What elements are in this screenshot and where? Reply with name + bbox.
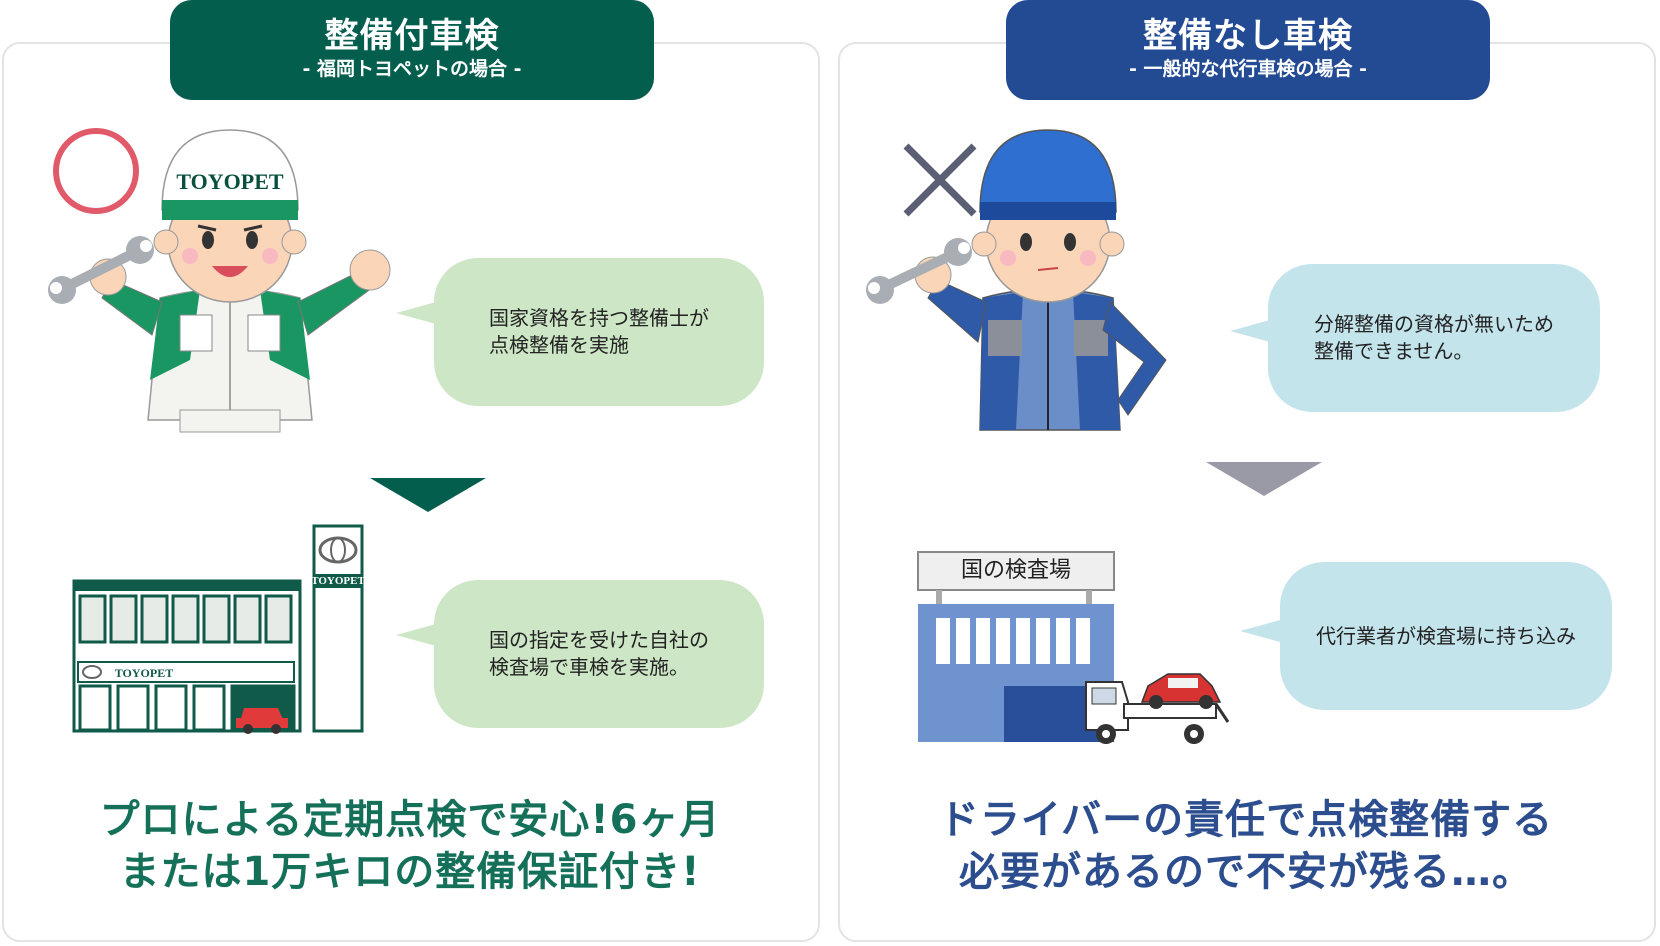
left-bubble1-tail [396, 302, 436, 324]
right-bubble-inspection: 代行業者が検査場に持ち込み [1280, 562, 1612, 710]
mechanic-blue-illustration [866, 129, 1167, 431]
left-bubble-staff: 国家資格を持つ整備士が 点検整備を実施 [434, 258, 764, 406]
inspection-station-sign: 国の検査場 [960, 558, 1071, 583]
cap-brand-logo: TOYOPET [176, 169, 284, 194]
left-header-title: 整備付車検 [324, 16, 500, 56]
left-summary-text: プロによる定期点検で安心!6ヶ月 または1万キロの整備保証付き! [99, 797, 721, 895]
dealership-building-illustration [72, 524, 364, 734]
pylon-brand-text: TOYOPET [311, 575, 365, 587]
building-brand-text: TOYOPET [115, 666, 173, 680]
right-bubble1-tail [1230, 320, 1270, 342]
left-bubble-staff-text: 国家資格を持つ整備士が 点検整備を実施 [489, 306, 709, 357]
inspection-station-illustration [917, 551, 1230, 744]
mechanic-green-illustration [48, 129, 391, 433]
left-down-arrow [370, 478, 486, 512]
right-header: 整備なし車検 - 一般的な代行車検の場合 - [1006, 0, 1490, 100]
right-bubble-staff-text: 分解整備の資格が無いため 整備できません。 [1314, 312, 1554, 363]
left-bubble-inspection-text: 国の指定を受けた自社の 検査場で車検を実施。 [489, 628, 709, 679]
right-bubble-staff: 分解整備の資格が無いため 整備できません。 [1268, 264, 1600, 412]
pylon-brand-logo: TOYOPET [311, 575, 365, 587]
left-bubble2-tail [396, 624, 436, 646]
circle-mark-icon [53, 128, 139, 214]
cross-mark-icon [903, 143, 977, 217]
right-bubble-inspection-text: 代行業者が検査場に持ち込み [1316, 623, 1576, 648]
left-bubble-inspection: 国の指定を受けた自社の 検査場で車検を実施。 [434, 580, 764, 728]
left-header: 整備付車検 - 福岡トヨペットの場合 - [170, 0, 654, 100]
right-bubble2-tail [1240, 620, 1280, 642]
cap-brand-text: TOYOPET [176, 169, 284, 194]
right-summary-text: ドライバーの責任で点検整備する 必要があるので不安が残る…。 [938, 797, 1554, 895]
left-header-subtitle: - 福岡トヨペットの場合 - [302, 58, 522, 80]
building-brand-logo: TOYOPET [115, 666, 173, 680]
right-header-subtitle: - 一般的な代行車検の場合 - [1128, 58, 1367, 80]
right-down-arrow [1206, 462, 1322, 496]
right-header-title: 整備なし車検 [1143, 16, 1353, 56]
